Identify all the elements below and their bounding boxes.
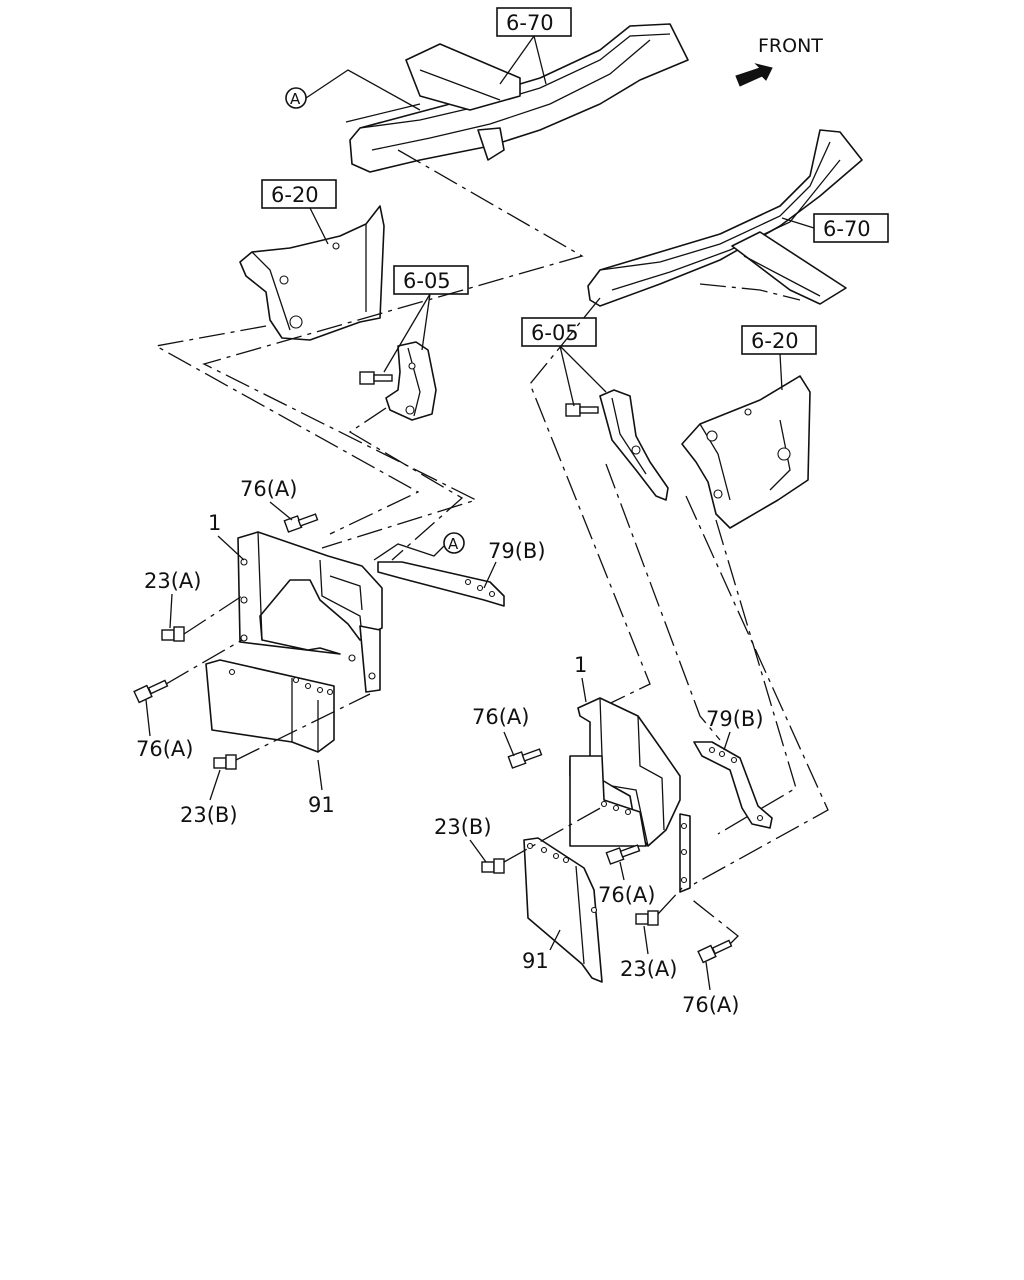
bolt-icon xyxy=(481,858,505,874)
callout-6-20-right: 6-20 xyxy=(741,325,817,391)
assembly-lines xyxy=(154,149,829,885)
callout-6-05-left: 6-05 xyxy=(383,265,469,373)
part-label-91-right: 91 xyxy=(522,929,561,973)
bolt-76a-right-top: 76(A) xyxy=(472,705,543,769)
svg-text:76(A): 76(A) xyxy=(240,477,297,501)
bolt-76a-left-bottom: 76(A) xyxy=(133,639,243,761)
callout-6-20-left: 6-20 xyxy=(261,179,337,245)
callout-6-70-right: 6-70 xyxy=(781,213,889,243)
bolt-icon xyxy=(635,910,659,926)
strap-79b-right xyxy=(693,741,773,829)
bolt-icon xyxy=(359,371,393,385)
svg-text:79(B): 79(B) xyxy=(488,539,546,563)
bolt-76a-right-mid: 76(A) xyxy=(598,844,655,907)
svg-text:6-20: 6-20 xyxy=(271,183,319,207)
svg-text:23(A): 23(A) xyxy=(144,569,201,593)
bolt-icon xyxy=(507,748,543,769)
part-label-79b-right: 79(B) xyxy=(706,707,764,751)
bolt-76a-right-bottom: 76(A) xyxy=(682,897,739,1017)
callout-a-top: A xyxy=(285,69,421,123)
bracket-6-05-right xyxy=(565,389,669,501)
svg-text:6-70: 6-70 xyxy=(506,11,554,35)
svg-text:76(A): 76(A) xyxy=(682,993,739,1017)
front-label: FRONT xyxy=(758,35,823,57)
svg-text:6-70: 6-70 xyxy=(823,217,871,241)
bolt-icon xyxy=(697,939,733,964)
mud-flap-91-left xyxy=(205,659,335,753)
bolt-23a-left: 23(A) xyxy=(144,569,243,642)
mud-guard-bracket-right xyxy=(569,697,691,893)
bolt-23b-left: 23(B) xyxy=(180,693,371,827)
svg-text:79(B): 79(B) xyxy=(706,707,764,731)
bolt-icon xyxy=(283,513,319,533)
bolt-76a-left-top: 76(A) xyxy=(240,477,319,533)
svg-text:91: 91 xyxy=(308,793,335,817)
svg-text:76(A): 76(A) xyxy=(472,705,529,729)
mud-flap-91-right xyxy=(523,837,603,983)
svg-text:76(A): 76(A) xyxy=(136,737,193,761)
front-arrow-icon xyxy=(735,63,773,87)
svg-text:6-05: 6-05 xyxy=(403,269,451,293)
svg-text:91: 91 xyxy=(522,949,549,973)
bolt-icon xyxy=(133,679,169,704)
bolt-icon xyxy=(213,754,237,770)
bolt-icon xyxy=(605,844,641,865)
bolt-icon xyxy=(565,403,599,417)
svg-text:76(A): 76(A) xyxy=(598,883,655,907)
svg-text:23(B): 23(B) xyxy=(434,815,492,839)
bracket-6-20-right xyxy=(681,375,811,529)
strap-79b-left xyxy=(377,561,505,607)
svg-text:1: 1 xyxy=(574,653,587,677)
svg-text:6-20: 6-20 xyxy=(751,329,799,353)
callout-6-05-right: 6-05 xyxy=(521,317,607,407)
bracket-6-20-left xyxy=(239,205,385,341)
bolt-23b-right: 23(B) xyxy=(434,805,605,874)
frame-rail-right xyxy=(587,129,863,307)
part-label-91-left: 91 xyxy=(308,759,335,817)
part-label-1-left: 1 xyxy=(208,511,245,561)
svg-text:1: 1 xyxy=(208,511,221,535)
callout-a-mid: A xyxy=(373,532,465,561)
bolt-icon xyxy=(161,626,185,642)
bolt-23a-right: 23(A) xyxy=(620,887,683,981)
callout-6-70-top: 6-70 xyxy=(496,7,572,85)
bracket-6-05-left xyxy=(359,341,437,421)
svg-text:A: A xyxy=(448,535,459,553)
frame-rail-left xyxy=(349,23,689,173)
part-label-1-right: 1 xyxy=(574,653,587,703)
svg-text:A: A xyxy=(290,90,301,108)
svg-text:23(B): 23(B) xyxy=(180,803,238,827)
svg-text:23(A): 23(A) xyxy=(620,957,677,981)
mud-guard-bracket-left xyxy=(237,531,383,693)
front-indicator: FRONT xyxy=(735,35,823,87)
part-label-79b-left: 79(B) xyxy=(483,539,546,589)
